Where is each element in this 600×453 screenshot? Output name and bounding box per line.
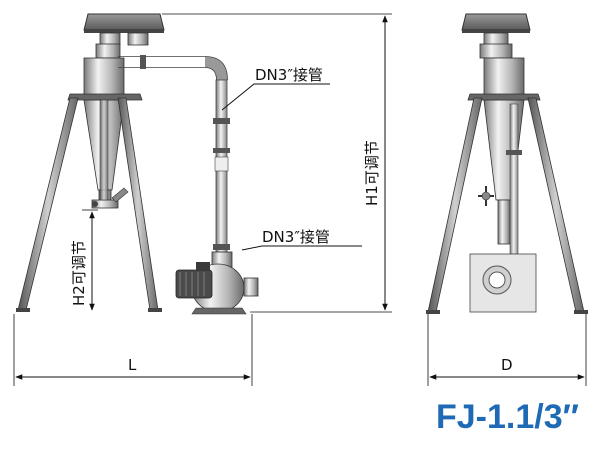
side-view	[426, 13, 588, 314]
h2-label: H2可调节	[70, 240, 88, 306]
dimension-l	[13, 314, 253, 386]
model-number: FJ-1.1/3″	[436, 398, 579, 436]
blower-fan	[175, 251, 259, 315]
dimension-d	[427, 314, 587, 386]
dimension-h2	[82, 209, 98, 311]
d-label: D	[501, 356, 513, 374]
front-view	[16, 13, 362, 315]
h1-label: H1可调节	[363, 140, 381, 206]
dimension-h1	[162, 13, 392, 313]
pipe-label-bottom: DN3″接管	[262, 228, 330, 246]
pipe-label-top: DN3″接管	[255, 66, 323, 84]
l-label: L	[128, 356, 137, 374]
